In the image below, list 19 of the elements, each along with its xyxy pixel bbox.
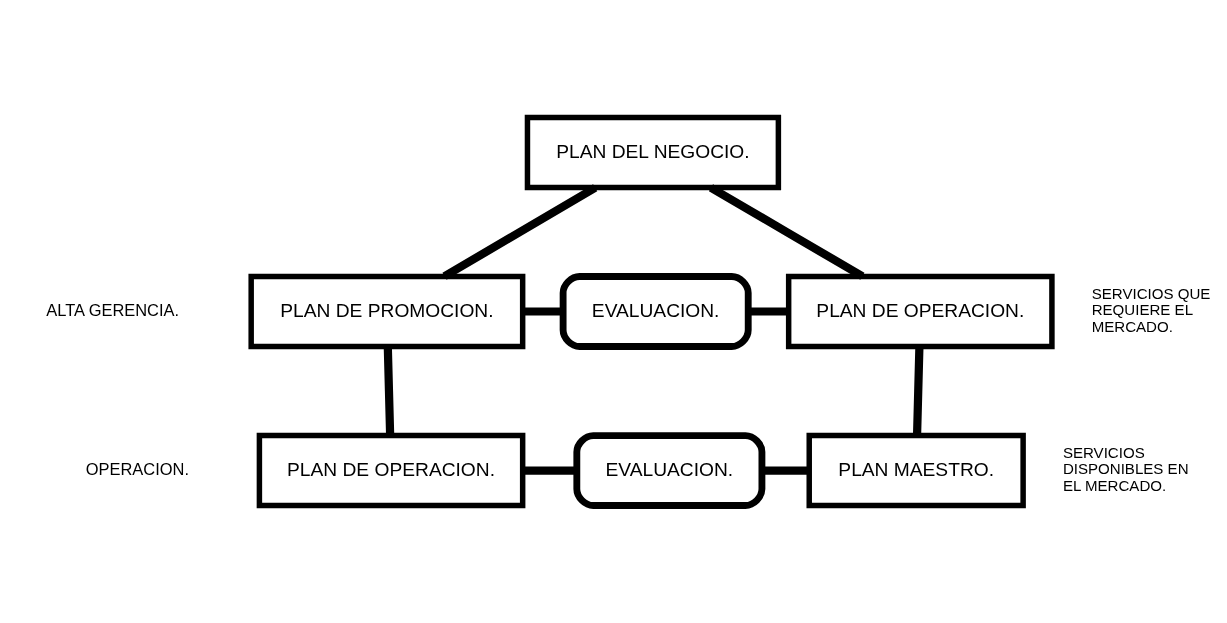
label: OPERACION. [85,459,189,478]
connector [442,184,598,280]
node-box: PLAN MAESTRO. [806,432,1026,509]
connector [748,307,789,316]
connector [708,184,865,280]
node-box: PLAN DE OPERACION. [256,432,526,509]
node-label: SERVICIOS DISPONIBLES EN EL MERCADO. [1062,443,1189,494]
connector [912,346,924,436]
node-box: PLAN DE PROMOCION. [248,273,526,350]
connector [762,466,809,475]
connector [383,346,395,436]
node-label: SERVICIOS QUE REQUIERE EL MERCADO. [1091,284,1211,335]
node-box: PLAN DEL NEGOCIO. [524,114,782,191]
node-box: EVALUACION. [559,273,752,350]
connector [522,307,563,316]
node-box: PLAN DE OPERACION. [785,273,1055,350]
node-box: EVALUACION. [573,432,766,509]
label: ALTA GERENCIA. [46,300,180,319]
connector [523,466,577,475]
